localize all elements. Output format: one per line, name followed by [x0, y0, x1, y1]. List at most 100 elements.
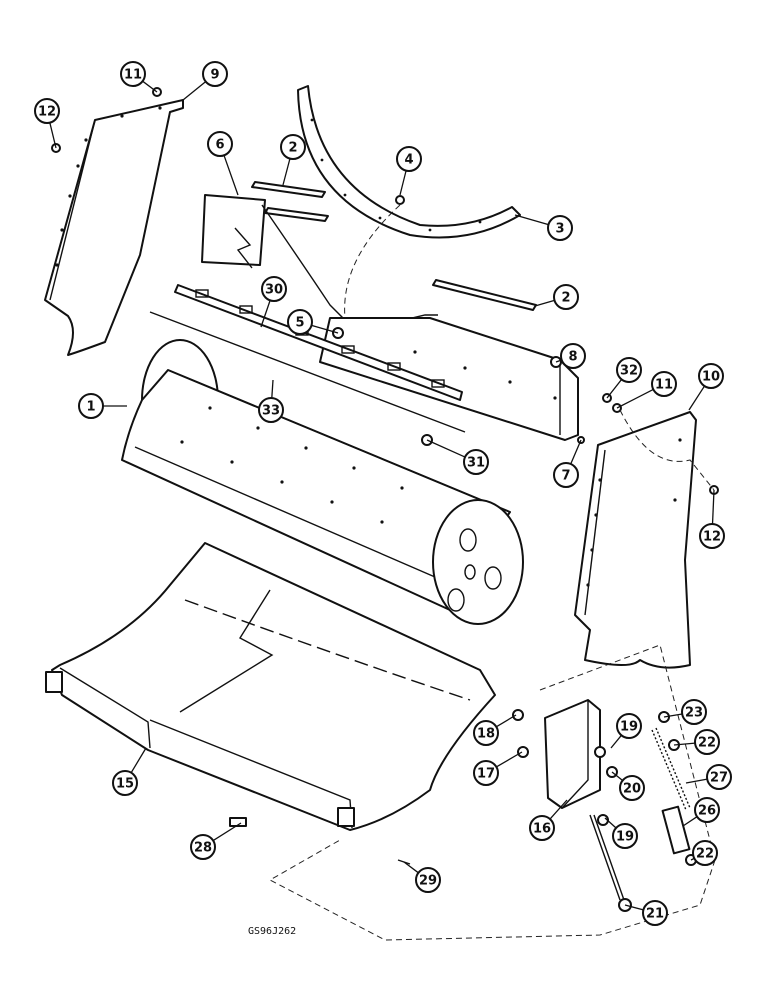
callout-1: 1	[78, 393, 127, 419]
callout-circle	[553, 462, 579, 488]
callout-label: 26	[698, 804, 716, 819]
callout-circle	[560, 343, 586, 369]
callout-leader	[570, 439, 582, 465]
callout-28: 28	[190, 822, 242, 860]
callout-circle	[258, 397, 284, 423]
callout-leader	[260, 300, 271, 328]
callout-circle	[612, 823, 638, 849]
callout-leader	[555, 359, 562, 363]
callout-circle	[120, 61, 146, 87]
callout-label: 23	[685, 706, 703, 721]
callout-9: 9	[182, 61, 228, 101]
callout-label: 5	[295, 316, 304, 331]
callout-label: 11	[124, 68, 142, 83]
callout-12: 12	[699, 489, 725, 549]
callout-19: 19	[604, 817, 638, 849]
callout-label: 11	[655, 378, 673, 393]
callout-leader	[611, 771, 624, 782]
callout-32: 32	[606, 357, 642, 399]
callout-11: 11	[616, 371, 677, 409]
callout-2: 2	[534, 284, 579, 310]
callout-label: 6	[215, 138, 224, 153]
callout-leader	[403, 861, 419, 874]
callout-circle	[529, 815, 555, 841]
callout-20: 20	[611, 771, 645, 801]
callout-leader	[616, 388, 654, 409]
callout-11: 11	[120, 61, 158, 93]
callout-circle	[463, 449, 489, 475]
callout-label: 27	[710, 771, 728, 786]
callout-leader	[212, 822, 242, 842]
callout-6: 6	[207, 131, 239, 196]
callout-27: 27	[685, 764, 732, 790]
callout-circle	[78, 393, 104, 419]
callout-label: 22	[698, 736, 716, 751]
callout-21: 21	[624, 900, 668, 926]
callout-circle	[190, 834, 216, 860]
callout-23: 23	[663, 699, 707, 725]
callout-circle	[698, 363, 724, 389]
callout-leader	[688, 385, 706, 411]
callout-leader	[549, 799, 568, 820]
callout-30: 30	[260, 276, 287, 328]
callout-leader	[606, 379, 623, 399]
callout-label: 33	[262, 404, 280, 419]
callout-circle	[553, 284, 579, 310]
callout-label: 19	[616, 830, 634, 845]
callout-label: 7	[561, 469, 570, 484]
callout-31: 31	[426, 439, 489, 475]
callout-label: 4	[404, 153, 413, 168]
callout-label: 32	[620, 364, 638, 379]
callout-22: 22	[690, 840, 718, 866]
callout-label: 17	[477, 767, 495, 782]
rail-with-tabs	[149, 284, 466, 433]
callout-circle	[547, 215, 573, 241]
callout-33: 33	[258, 379, 284, 423]
reference-lines	[268, 204, 716, 941]
callout-leader	[534, 299, 555, 307]
long-beam	[319, 317, 579, 441]
callout-label: 21	[646, 907, 664, 922]
callout-leader	[311, 324, 339, 334]
callout-label: 19	[620, 720, 638, 735]
callout-17: 17	[473, 751, 523, 786]
curved-strip	[297, 85, 521, 239]
callout-label: 15	[116, 777, 134, 792]
callout-circle	[616, 357, 642, 383]
callout-15: 15	[112, 747, 147, 796]
callout-label: 1	[86, 400, 95, 415]
callout-leader	[399, 170, 407, 196]
callout-leader	[182, 81, 207, 101]
callout-circle	[692, 840, 718, 866]
callout-label: 22	[696, 847, 714, 862]
callout-leader	[130, 747, 147, 774]
callout-label: 2	[288, 141, 297, 156]
callout-leader	[223, 155, 239, 196]
callout-leader	[496, 751, 523, 768]
callout-circle	[261, 276, 287, 302]
callout-label: 30	[265, 283, 283, 298]
callout-leader	[685, 778, 708, 784]
callout-16: 16	[529, 799, 568, 841]
callout-leader	[604, 817, 617, 829]
callout-label: 29	[419, 874, 437, 889]
callout-2: 2	[280, 134, 306, 186]
callout-circle	[619, 775, 645, 801]
callout-circle	[473, 760, 499, 786]
callout-circle	[699, 523, 725, 549]
drawing-code: GS96J262	[248, 926, 296, 937]
callout-circle	[681, 699, 707, 725]
callout-label: 9	[210, 68, 219, 83]
callout-leader	[49, 122, 57, 149]
callout-label: 31	[467, 456, 485, 471]
callout-label: 12	[38, 105, 56, 120]
right-side-sheet	[574, 411, 697, 669]
callout-leader	[271, 379, 274, 399]
callout-circle	[473, 720, 499, 746]
callout-12: 12	[34, 98, 60, 149]
callout-label: 18	[477, 727, 495, 742]
callout-leader	[610, 734, 622, 749]
drum	[121, 339, 524, 625]
